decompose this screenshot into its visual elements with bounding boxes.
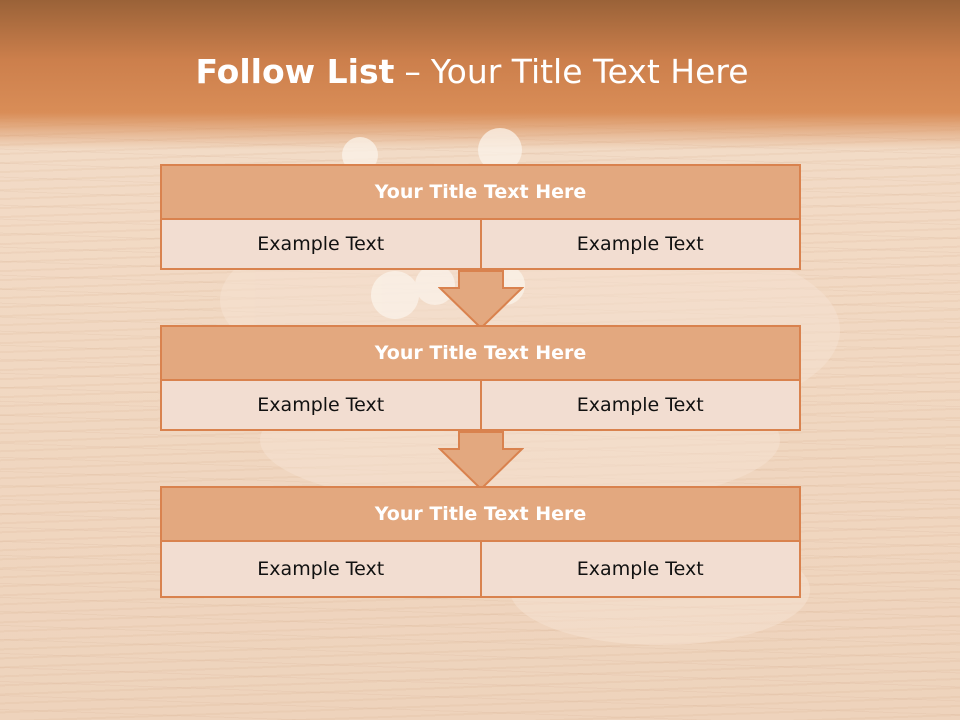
- header-band: [0, 0, 960, 150]
- block-row: Example Text Example Text: [160, 381, 801, 431]
- title-rest: Your Title Text Here: [430, 52, 749, 91]
- block-title: Your Title Text Here: [160, 164, 801, 220]
- block-cell-left: Example Text: [160, 542, 482, 598]
- list-block-2: Your Title Text Here Example Text Exampl…: [160, 325, 801, 431]
- list-block-3: Your Title Text Here Example Text Exampl…: [160, 486, 801, 598]
- title-bold: Follow List: [195, 52, 395, 91]
- block-cell-right: Example Text: [481, 542, 801, 598]
- down-arrow-icon: [438, 270, 524, 330]
- block-cell-left: Example Text: [160, 220, 482, 270]
- block-title: Your Title Text Here: [160, 325, 801, 381]
- block-cell-left: Example Text: [160, 381, 482, 431]
- down-arrow-icon: [438, 431, 524, 491]
- block-title: Your Title Text Here: [160, 486, 801, 542]
- block-cell-right: Example Text: [481, 220, 801, 270]
- block-row: Example Text Example Text: [160, 220, 801, 270]
- slide-title: Follow List–Your Title Text Here: [0, 52, 944, 91]
- block-row: Example Text Example Text: [160, 542, 801, 598]
- block-cell-right: Example Text: [481, 381, 801, 431]
- list-block-1: Your Title Text Here Example Text Exampl…: [160, 164, 801, 270]
- title-separator: –: [404, 52, 421, 91]
